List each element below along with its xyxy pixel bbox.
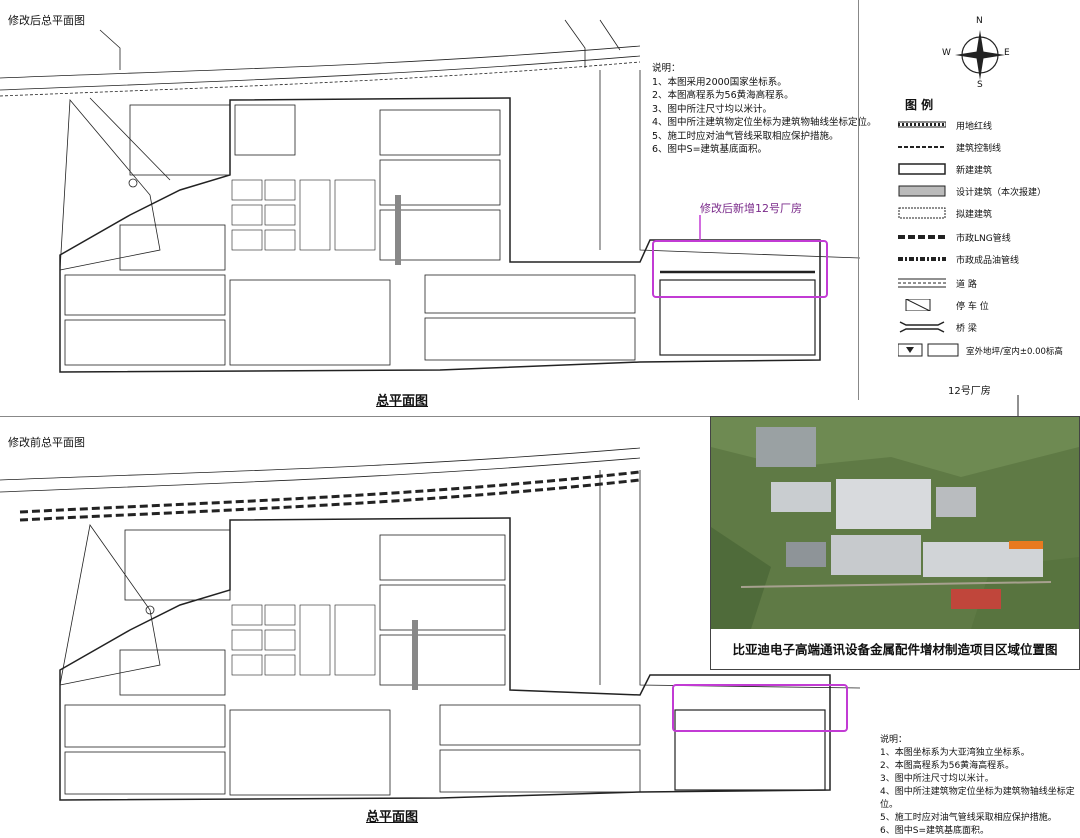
note-item: 4、图中所注建筑物定位坐标为建筑物轴线坐标定位。 bbox=[652, 117, 877, 128]
bottom-caption: 总平面图 bbox=[366, 810, 419, 825]
note-item: 3、图中所注尺寸均以米计。 bbox=[652, 103, 773, 115]
note-item: 3、图中所注尺寸均以米计。 bbox=[880, 774, 994, 784]
location-map-title: 比亚迪电子高端通讯设备金属配件增材制造项目区域位置图 bbox=[732, 642, 1058, 657]
oil-pipeline-icon bbox=[898, 257, 946, 261]
legend-item: 拟建建筑 bbox=[898, 204, 1078, 224]
note-item: 6、图中S=建筑基底面积。 bbox=[880, 826, 989, 836]
bottom-site-plan bbox=[0, 447, 860, 801]
legend-item: 用地红线 bbox=[898, 116, 1078, 136]
top-site-plan bbox=[0, 19, 860, 373]
lng-pipeline-icon bbox=[898, 235, 946, 239]
bottom-highlight-box bbox=[672, 684, 848, 732]
proposed-building-icon bbox=[898, 207, 946, 219]
bottom-panel-heading: 修改前总平面图 bbox=[8, 436, 85, 449]
compass-icon bbox=[955, 30, 1005, 80]
location-map-frame: 比亚迪电子高端通讯设备金属配件增材制造项目区域位置图 bbox=[710, 416, 1080, 670]
note-item: 1、本图采用2000国家坐标系。 bbox=[652, 76, 787, 88]
compass-s: S bbox=[977, 80, 983, 90]
control-line-icon bbox=[898, 146, 946, 148]
note-item: 5、施工时应对油气管线采取相应保护措施。 bbox=[652, 130, 839, 142]
note-item: 2、本图高程系为56黄海高程系。 bbox=[880, 761, 1015, 771]
legend-divider bbox=[858, 0, 859, 400]
bridge-icon bbox=[899, 321, 945, 333]
note-item: 5、施工时应对油气管线采取相应保护措施。 bbox=[880, 813, 1057, 823]
legend-item: 道 路 bbox=[898, 274, 1078, 294]
legend-item: 桥 梁 bbox=[898, 318, 1078, 338]
hatched-building-icon bbox=[898, 185, 946, 197]
notes-title: 说明： bbox=[652, 63, 681, 74]
new-building-icon bbox=[898, 163, 946, 175]
bottom-notes: 说明： 1、本图坐标系为大亚湾独立坐标系。 2、本图高程系为56黄海高程系。 3… bbox=[880, 734, 1080, 838]
elevation-label: 室外地坪/室内±0.00标高 bbox=[966, 347, 1063, 357]
boundary-line-icon bbox=[898, 121, 946, 128]
top-notes: 说明： 1、本图采用2000国家坐标系。 2、本图高程系为56黄海高程系。 3、… bbox=[652, 62, 877, 157]
legend-item: 停 车 位 bbox=[898, 296, 1078, 316]
note-item: 4、图中所注建筑物定位坐标为建筑物轴线坐标定位。 bbox=[880, 787, 1075, 810]
elevation-marker-icon bbox=[898, 343, 959, 357]
note-item: 1、本图坐标系为大亚湾独立坐标系。 bbox=[880, 748, 1030, 758]
compass-w: W bbox=[942, 48, 951, 58]
compass-e: E bbox=[1004, 48, 1010, 58]
legend-item: 设计建筑（本次报建） bbox=[898, 182, 1078, 202]
top-panel-heading: 修改后总平面图 bbox=[8, 14, 85, 27]
road-icon bbox=[898, 278, 946, 288]
legend-item: 新建建筑 bbox=[898, 160, 1078, 180]
legend-title: 图 例 bbox=[905, 98, 934, 112]
highlight-leader bbox=[699, 215, 701, 240]
legend-item: 建筑控制线 bbox=[898, 138, 1078, 158]
location-pin-label: 12号厂房 bbox=[948, 386, 991, 397]
top-caption: 总平面图 bbox=[376, 394, 429, 409]
top-highlight-box bbox=[652, 240, 828, 298]
note-item: 6、图中S=建筑基底面积。 bbox=[652, 144, 768, 155]
parking-icon bbox=[905, 299, 931, 311]
legend-item: 市政成品油管线 bbox=[898, 250, 1078, 270]
compass-n: N bbox=[976, 16, 983, 26]
satellite-image bbox=[711, 417, 1079, 629]
notes-title: 说明： bbox=[880, 735, 908, 745]
legend-item: 市政LNG管线 bbox=[898, 228, 1078, 248]
panel-divider bbox=[0, 416, 710, 417]
top-highlight-label: 修改后新增12号厂房 bbox=[700, 202, 802, 215]
note-item: 2、本图高程系为56黄海高程系。 bbox=[652, 90, 794, 101]
